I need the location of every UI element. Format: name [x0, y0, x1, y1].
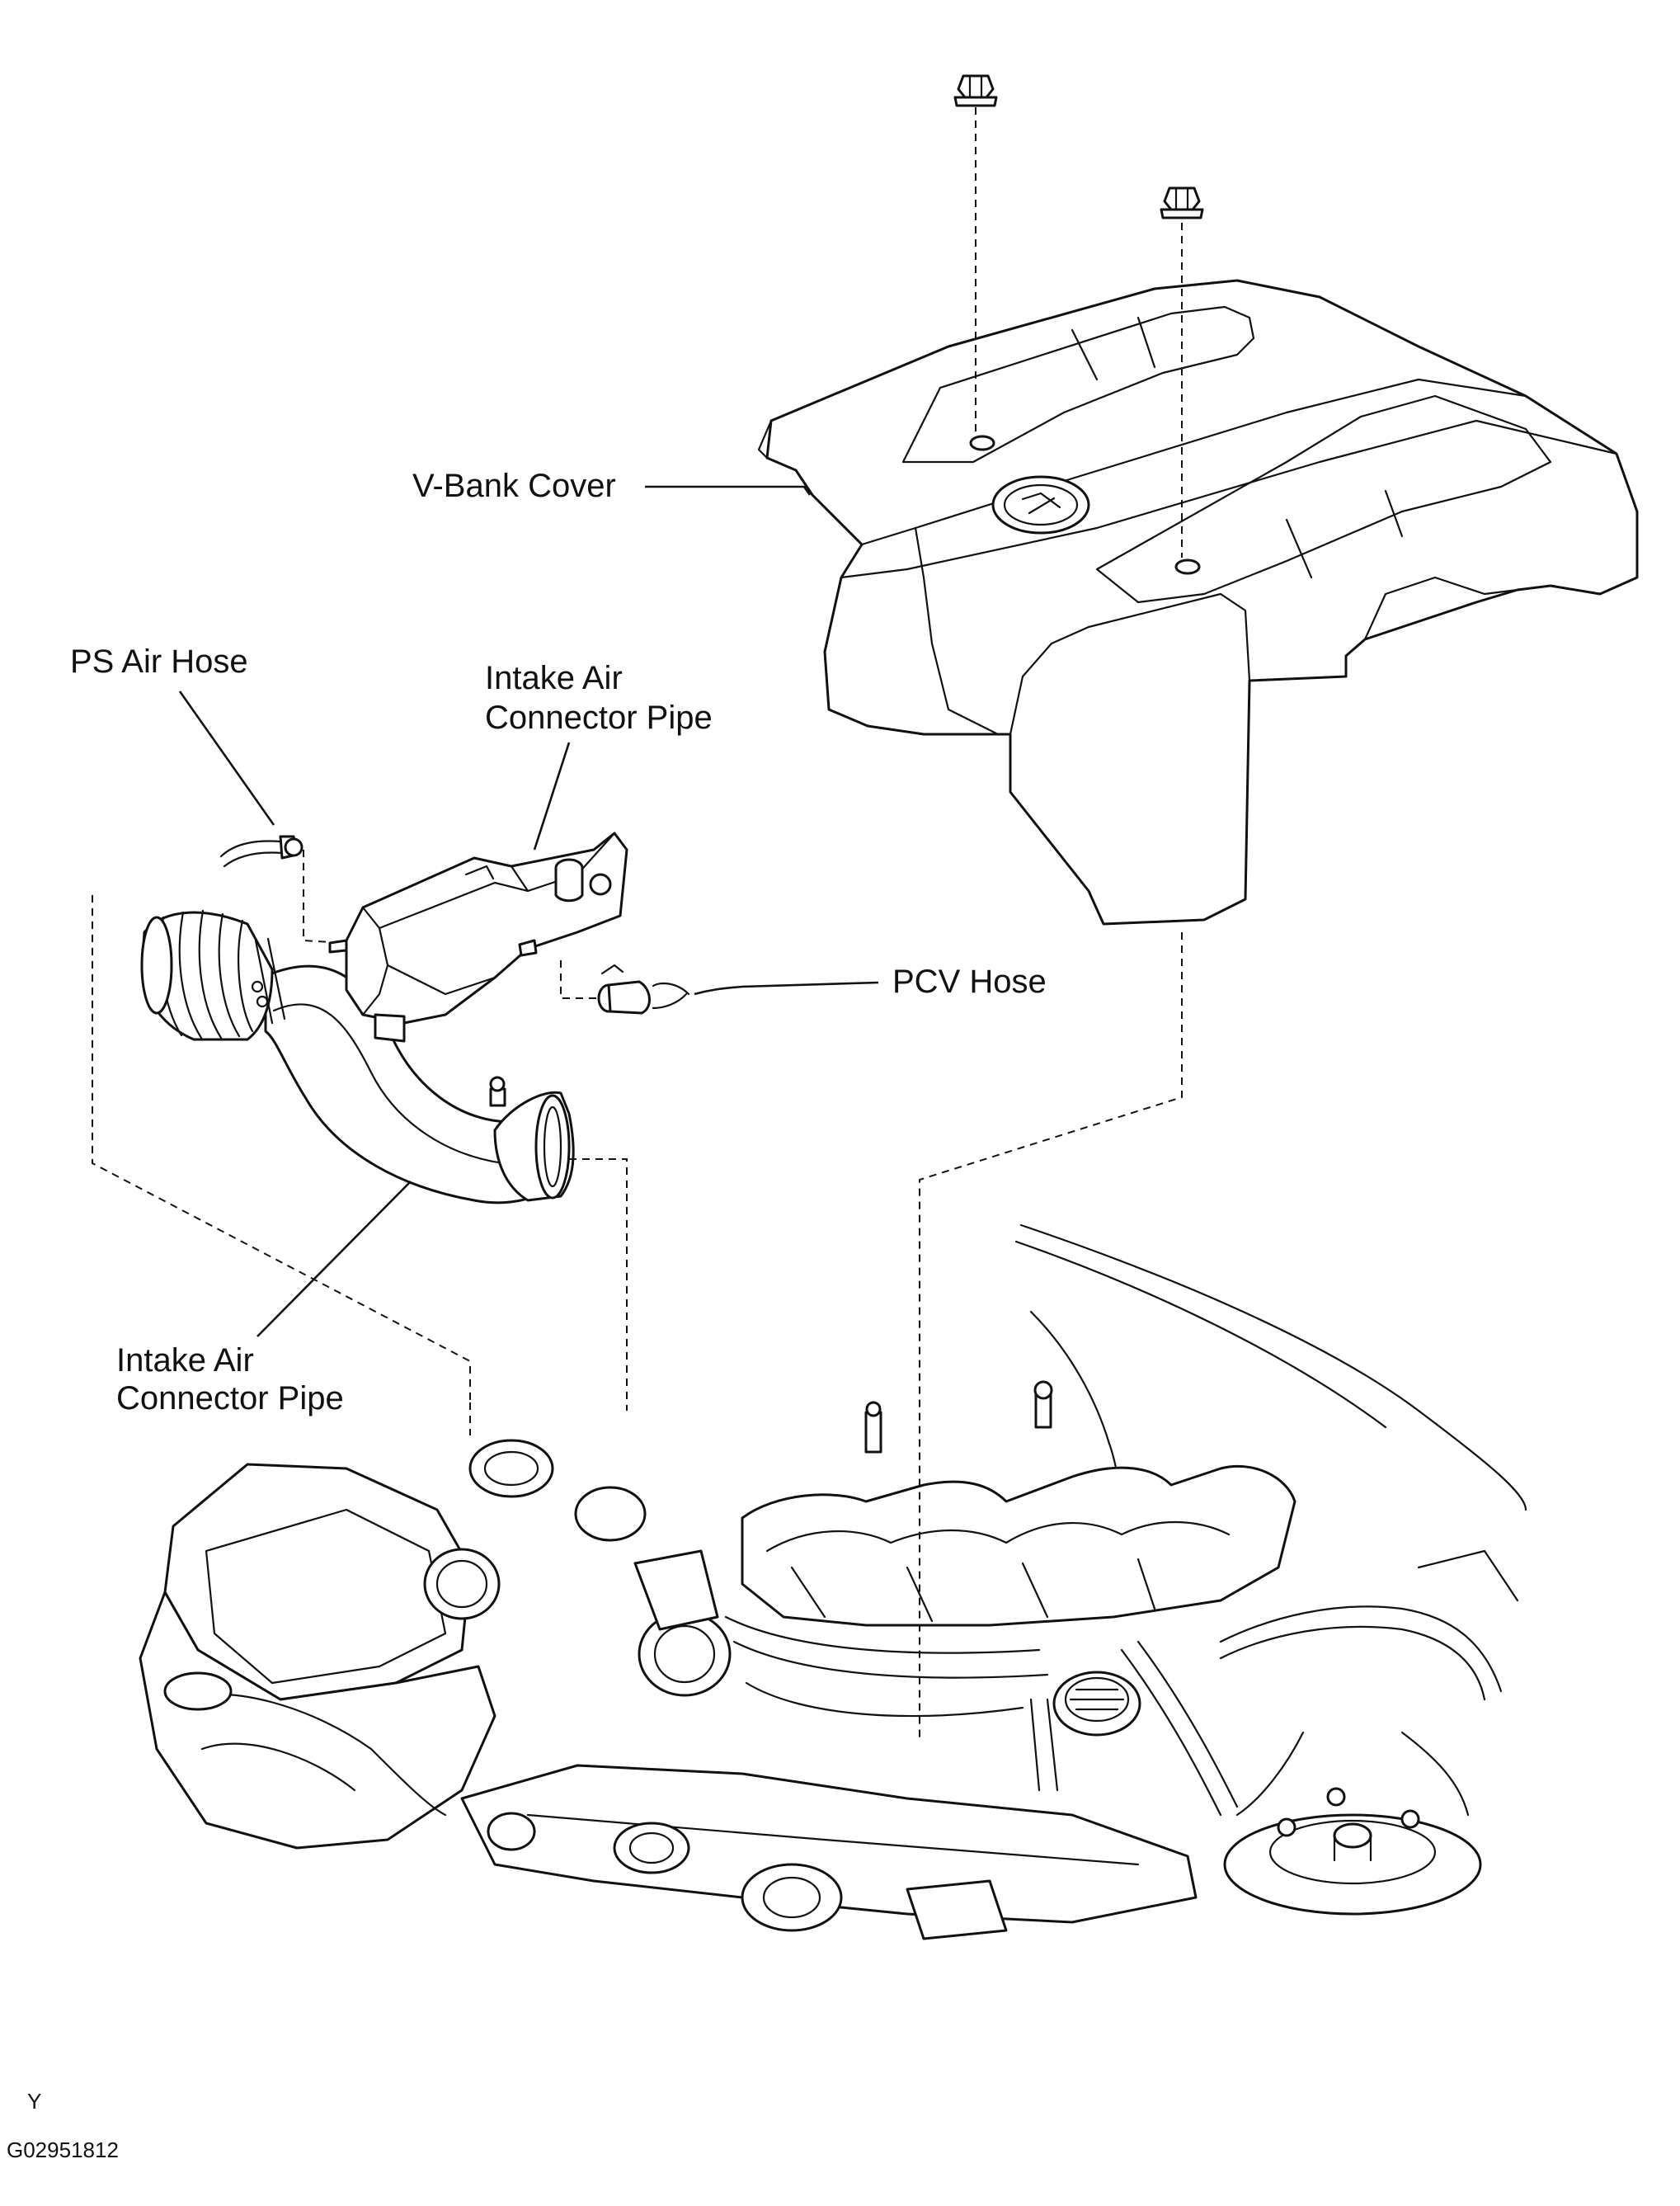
v-bank-cover — [757, 279, 1639, 926]
label-intake-air-lower-line1: Intake Air — [116, 1342, 254, 1379]
intake-air-connector-pipe-resonator — [328, 832, 628, 1043]
label-intake-air-lower-line2: Connector Pipe — [116, 1380, 344, 1416]
footer-letter: Y — [27, 2089, 41, 2114]
mounting-nut-1 — [953, 74, 998, 107]
leader-lines — [178, 485, 879, 1337]
figure-code: G02951812 — [7, 2138, 119, 2162]
alignment-lines — [92, 107, 1183, 1741]
pcv-hose — [597, 964, 690, 1015]
label-ps-air-hose: PS Air Hose — [70, 643, 248, 680]
label-v-bank-cover: V-Bank Cover — [412, 468, 616, 504]
label-intake-air-upper-line2: Connector Pipe — [485, 700, 713, 736]
ps-air-hose — [219, 835, 304, 868]
intake-air-connector-pipe-hose — [140, 909, 575, 1204]
label-intake-air-upper-line1: Intake Air — [485, 660, 623, 696]
engine-assembly — [139, 1223, 1527, 1940]
mounting-nut-2 — [1160, 186, 1204, 219]
label-pcv-hose: PCV Hose — [892, 964, 1047, 1000]
